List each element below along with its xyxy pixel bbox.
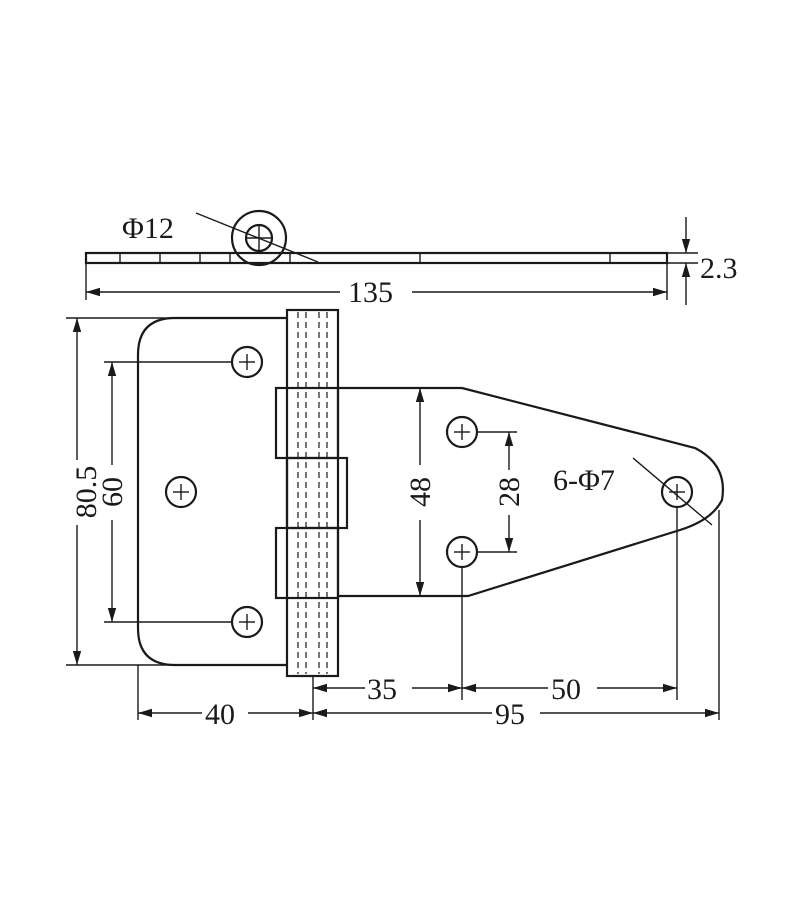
knuckle-segment-1: [274, 386, 340, 460]
hole-spacing-left-label: 60: [96, 477, 129, 507]
screw-hole: [660, 475, 694, 509]
total-length-label: 135: [348, 276, 393, 309]
hole-count-diameter-label: 6-Φ7: [553, 464, 615, 497]
pin-diameter-label: Φ12: [122, 212, 174, 245]
right-leaf-length-label: 95: [495, 698, 525, 731]
screw-hole: [230, 605, 264, 639]
thickness-label: 2.3: [700, 252, 738, 285]
knuckle-segment-3: [274, 526, 340, 600]
knuckle-barrel: [285, 308, 340, 678]
plate-segment-ticks: [119, 253, 611, 263]
right-leaf-outline: [338, 386, 724, 598]
front-view: 80.5 60 48 28 6-Φ7 35 50: [66, 308, 724, 731]
screw-hole: [445, 535, 479, 569]
right-hole-spacing-label: 28: [493, 477, 526, 507]
offset-50-label: 50: [551, 673, 581, 706]
right-leaf-height-label: 48: [404, 477, 437, 507]
left-leaf-outline: [136, 316, 287, 667]
side-profile-view: Φ12 2.3 135: [84, 209, 738, 309]
screw-hole: [164, 475, 198, 509]
offset-35-label: 35: [367, 673, 397, 706]
left-leaf-width-label: 40: [205, 698, 235, 731]
knuckle-outer: [230, 209, 288, 267]
screw-hole: [230, 345, 264, 379]
plate-profile: [84, 251, 669, 265]
screw-hole: [445, 415, 479, 449]
height-outer-label: 80.5: [70, 466, 103, 519]
